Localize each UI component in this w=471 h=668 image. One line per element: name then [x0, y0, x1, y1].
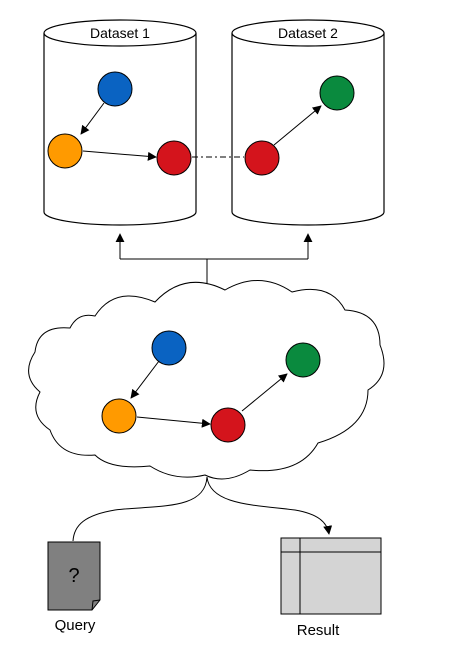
- edge-red-to-green: [273, 105, 322, 146]
- cloud-to-result-curve: [206, 476, 333, 535]
- cloud-to-query-curve: [72, 476, 208, 542]
- dataset-2-cylinder: Dataset 2: [231, 19, 385, 226]
- cloud-node-orange: [101, 398, 137, 434]
- dataset-1-node-orange: [47, 133, 83, 169]
- cloud-edge-red-to-green: [241, 373, 288, 412]
- cloud-node-blue: [151, 330, 187, 366]
- cloud-node-red: [210, 407, 246, 443]
- cloud-edge-orange-to-red: [136, 416, 211, 428]
- query-symbol: ?: [68, 565, 79, 587]
- query-document-icon: ?: [47, 541, 101, 611]
- dataset-1-node-red: [156, 140, 192, 176]
- result-table-icon: [280, 537, 382, 615]
- query-label: Query: [55, 617, 96, 634]
- result-label: Result: [297, 622, 340, 639]
- cloud-node-green: [285, 342, 321, 378]
- dataset-2-label: Dataset 2: [278, 25, 338, 41]
- dataset-2-node-red: [244, 140, 280, 176]
- dataset-1-cylinder: Dataset 1: [43, 19, 197, 226]
- cloud-edge-blue-to-orange: [130, 360, 160, 399]
- dataset-1-label: Dataset 1: [90, 25, 150, 41]
- dataset-1-node-blue: [97, 71, 133, 107]
- edge-orange-to-red: [82, 150, 157, 161]
- dataset-2-node-green: [319, 75, 355, 111]
- cloud-to-datasets-connector: [115, 233, 313, 287]
- cloud-shape: [28, 280, 385, 480]
- edge-blue-to-orange: [80, 102, 105, 135]
